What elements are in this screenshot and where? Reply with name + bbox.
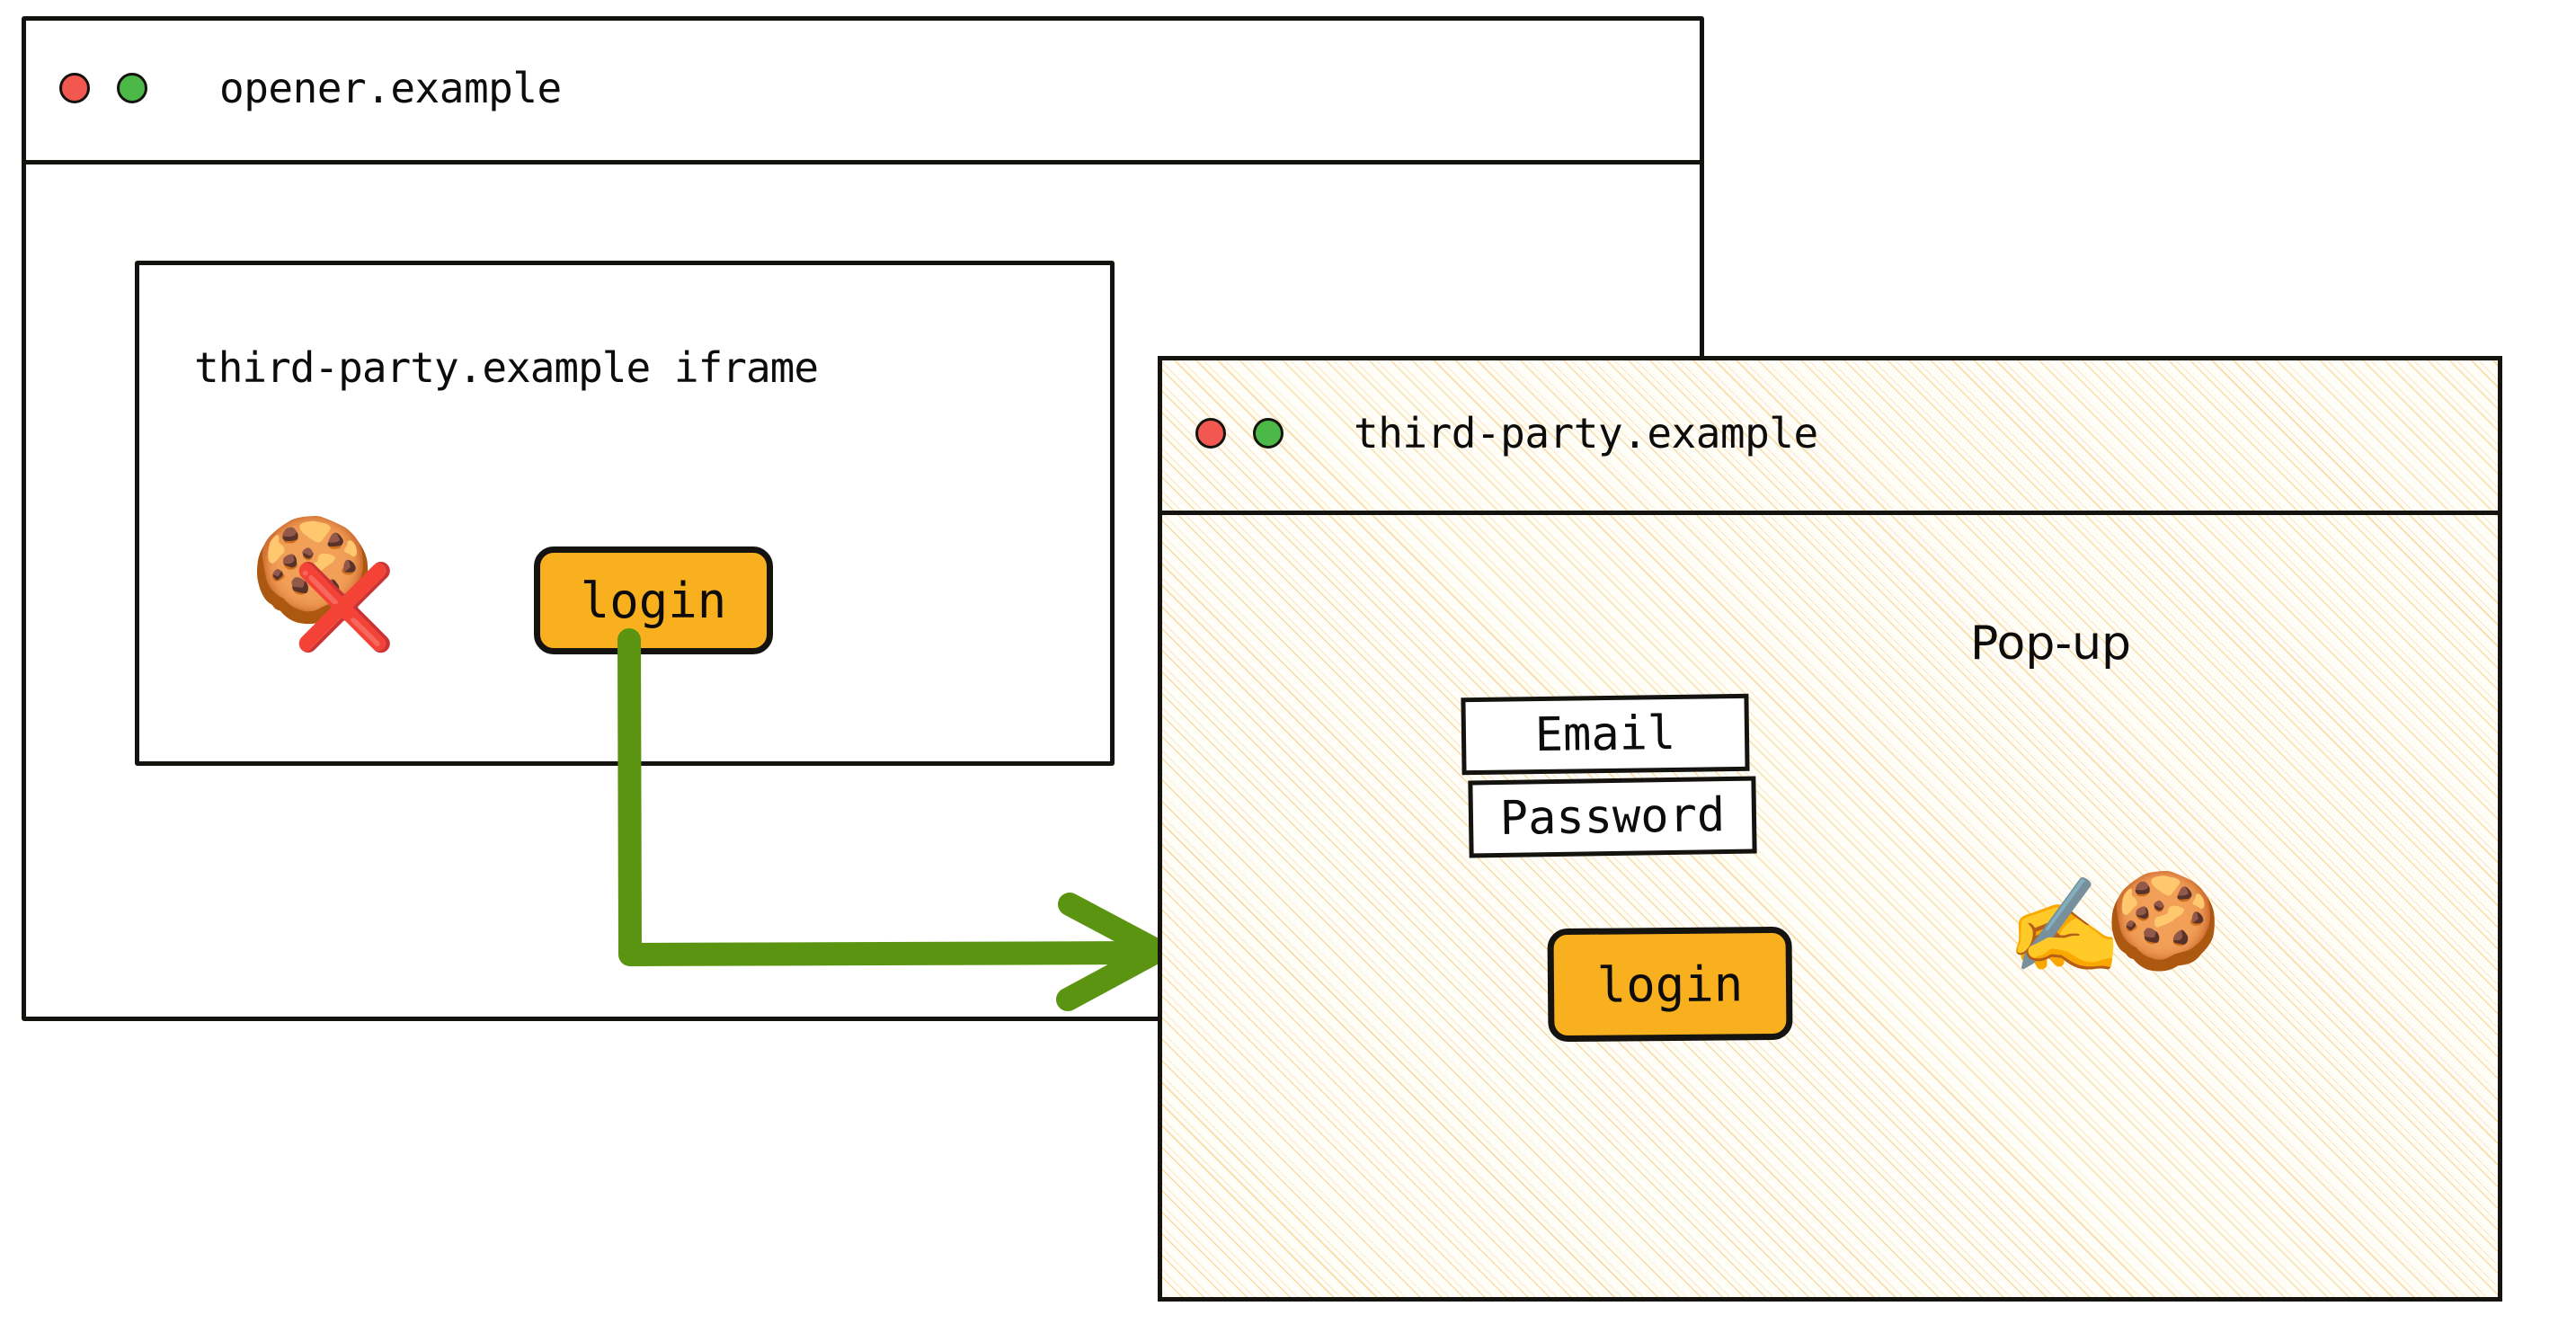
close-traffic-light-icon[interactable] bbox=[1195, 418, 1226, 449]
popup-window-frame bbox=[1158, 356, 2502, 1302]
third-party-iframe: third-party.example iframe 🍪 ❌ login bbox=[135, 261, 1115, 766]
popup-window: third-party.example Email Password login… bbox=[1158, 356, 2502, 1302]
popup-login-button[interactable]: login bbox=[1547, 926, 1793, 1043]
iframe-login-button[interactable]: login bbox=[534, 546, 773, 654]
opener-window-title: opener.example bbox=[219, 64, 562, 112]
writing-hand-emoji-icon: ✍️ bbox=[2006, 871, 2123, 981]
password-field[interactable]: Password bbox=[1468, 776, 1757, 858]
close-traffic-light-icon[interactable] bbox=[59, 73, 90, 103]
popup-window-titlebar: third-party.example bbox=[1158, 356, 2502, 515]
cookie-emoji-icon: 🍪 bbox=[2105, 866, 2222, 975]
cookie-emoji-icon: 🍪 bbox=[250, 511, 376, 628]
popup-window-title: third-party.example bbox=[1354, 409, 1818, 458]
email-field[interactable]: Email bbox=[1461, 693, 1750, 776]
opener-window-titlebar: opener.example bbox=[22, 16, 1704, 164]
iframe-label: third-party.example iframe bbox=[194, 343, 819, 392]
red-cross-mark-icon: ❌ bbox=[293, 559, 396, 655]
maximize-traffic-light-icon[interactable] bbox=[1253, 418, 1284, 449]
maximize-traffic-light-icon[interactable] bbox=[117, 73, 147, 103]
popup-annotation-label: Pop-up bbox=[1970, 617, 2132, 671]
